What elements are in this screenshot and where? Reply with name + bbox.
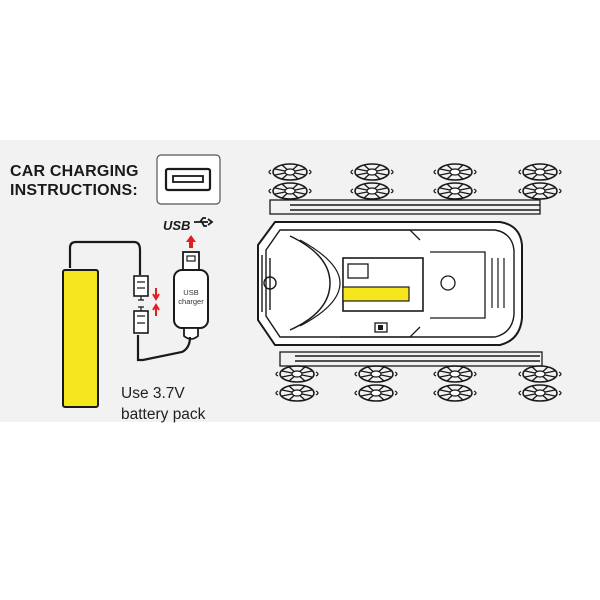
usb-plug-icon: USB charger [173, 251, 209, 340]
usb-symbol-icon [194, 217, 214, 227]
battery-caption: Use 3.7V battery pack [121, 383, 205, 425]
car-battery-slot [342, 286, 410, 302]
title-line-1: CAR CHARGING [10, 163, 139, 180]
car-outline-icon [257, 163, 562, 402]
page-title: CAR CHARGING INSTRUCTIONS: [10, 162, 139, 200]
caption-line-2: battery pack [121, 406, 206, 423]
usb-port-icon [156, 154, 221, 205]
up-arrow-icon [186, 235, 196, 248]
usb-port-label: USB [163, 218, 190, 233]
connect-arrows-icon [152, 288, 160, 316]
connector-icon [133, 275, 149, 334]
charger-cable [136, 335, 192, 362]
charger-label-line-1: USB [183, 288, 198, 297]
battery-wire-top [68, 240, 142, 275]
title-line-2: INSTRUCTIONS: [10, 182, 138, 199]
charger-label-line-2: charger [178, 297, 204, 306]
battery-pack-icon [62, 269, 99, 408]
caption-line-1: Use 3.7V [121, 385, 185, 402]
